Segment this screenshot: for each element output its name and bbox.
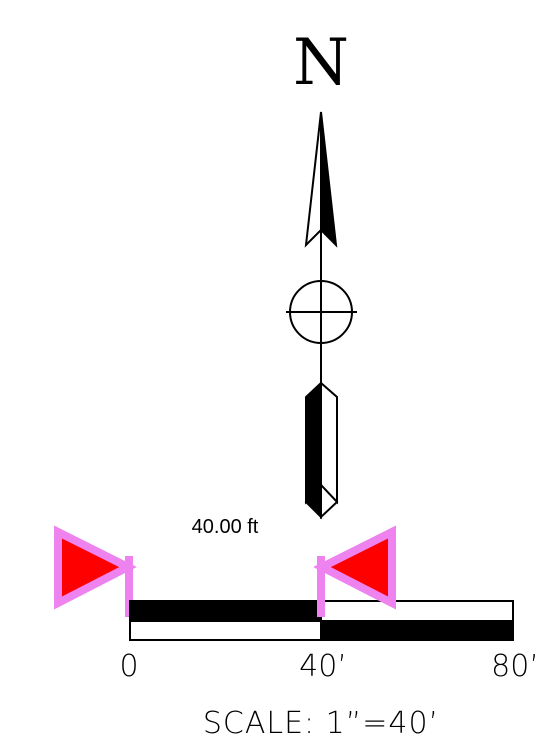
- north-arrow-icon: [304, 111, 338, 385]
- compass-crosshair-icon: [286, 278, 357, 346]
- measurement-label: 40.00 ft: [192, 516, 259, 538]
- measure-end-marker-icon[interactable]: [313, 525, 396, 617]
- scale-tick-label: 0: [119, 649, 138, 684]
- north-label: N: [293, 26, 349, 100]
- measure-start-marker-icon[interactable]: [54, 525, 137, 617]
- scale-tick-label: 80’: [491, 649, 539, 684]
- scale-tick-label: 40’: [299, 649, 347, 684]
- scale-bar: [129, 600, 514, 641]
- scale-ratio-label: SCALE: 1”=40’: [203, 706, 439, 739]
- north-arrow-tail-icon: [304, 380, 339, 520]
